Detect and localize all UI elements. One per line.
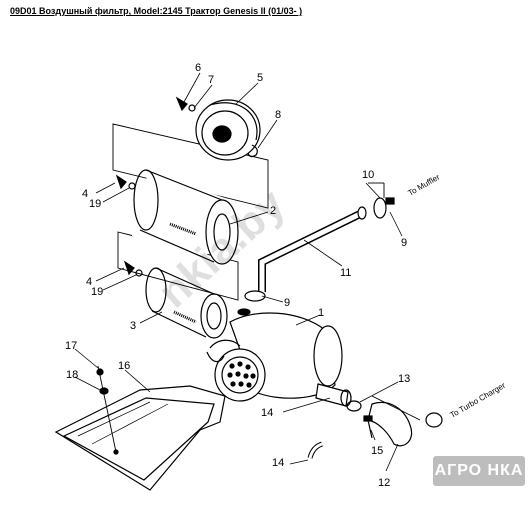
- callout-11: 11: [340, 267, 351, 279]
- callout-19-upper: 19: [89, 198, 101, 210]
- callout-10: 10: [362, 169, 374, 181]
- callout-4-upper: 4: [82, 188, 88, 200]
- screw: [96, 368, 104, 376]
- cover: [195, 99, 261, 161]
- callout-13: 13: [398, 373, 410, 385]
- page-title: 09D01 Воздушный фильтр, Model:2145 Тракт…: [10, 6, 303, 16]
- clamp-lower: [237, 290, 266, 316]
- note-to-muffler: To Muffler: [407, 172, 442, 197]
- callout-7: 7: [208, 74, 214, 86]
- callout-3: 3: [130, 320, 136, 332]
- intake-tube: [258, 206, 367, 292]
- callout-5: 5: [257, 72, 263, 84]
- leader-lines: [74, 72, 403, 472]
- air-cleaner-housing: [206, 312, 352, 407]
- callout-12: 12: [378, 477, 390, 489]
- inner-filter-element: [145, 267, 228, 339]
- washer-lower: [135, 269, 143, 277]
- callout-15: 15: [371, 445, 383, 457]
- clamp-turbo: [346, 400, 443, 428]
- callout-9-lower: 9: [284, 297, 290, 309]
- callout-8: 8: [275, 109, 281, 121]
- callout-2: 2: [270, 205, 276, 217]
- callout-19-lower: 19: [91, 286, 103, 298]
- callout-17: 17: [65, 340, 77, 352]
- bolt: [363, 415, 373, 439]
- callout-18: 18: [66, 369, 78, 381]
- outer-filter-element: [132, 169, 239, 265]
- washer-upper: [128, 182, 136, 190]
- agro-nka-logo: АГРО НКА: [433, 456, 525, 486]
- nut: [99, 387, 109, 395]
- clamp-upper: [373, 197, 395, 219]
- note-to-turbo-charger: To Turbo Charger: [449, 381, 508, 420]
- callout-16: 16: [118, 360, 130, 372]
- callout-1: 1: [318, 307, 324, 319]
- wing-nut-upper: [115, 174, 127, 190]
- callout-9-upper: 9: [401, 237, 407, 249]
- cover-clip: [247, 144, 258, 158]
- turbo-hose: [367, 401, 413, 447]
- callout-4-lower: 4: [86, 276, 92, 288]
- wing-nut: [175, 96, 196, 112]
- precleaner: [54, 385, 226, 491]
- wing-nut-lower: [123, 260, 135, 276]
- callout-6: 6: [195, 62, 201, 74]
- callout-14-upper: 14: [261, 407, 273, 419]
- callout-14-lower: 14: [272, 457, 284, 469]
